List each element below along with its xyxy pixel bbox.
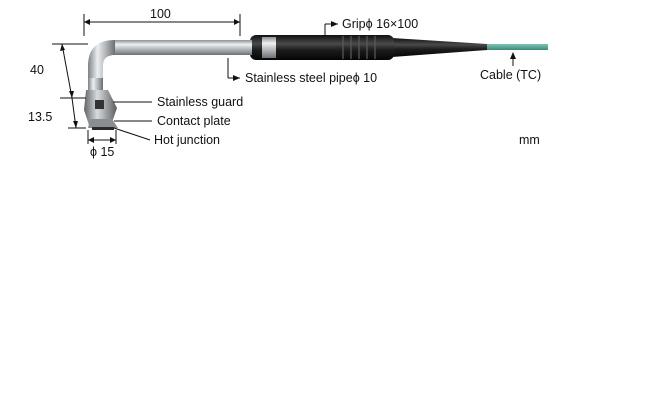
label-grip: Gripϕ 16×100 [342,17,418,31]
pipe-elbow [88,40,115,80]
stainless-pipe-vertical [88,78,103,92]
label-stainless-guard: Stainless guard [157,95,243,109]
dim-diameter-15: ϕ 15 [90,145,114,159]
probe-illustration [84,35,548,130]
dim-height-40: 40 [30,63,44,77]
unit-label: mm [519,133,540,147]
label-contact-plate: Contact plate [157,114,231,128]
dimension-lines [52,14,241,144]
leader-lines [113,21,516,141]
dim-height-13-5: 13.5 [28,110,52,124]
ferrule [262,37,276,58]
grip [250,35,394,60]
stainless-pipe-horizontal [115,40,252,55]
grip-taper [392,38,487,57]
label-cable: Cable (TC) [480,68,541,82]
hot-junction [92,127,114,130]
label-stainless-pipe: Stainless steel pipeϕ 10 [245,71,377,85]
guard-slot [95,100,104,109]
cable [486,44,548,50]
grip-rings [342,36,376,59]
label-hot-junction: Hot junction [154,133,220,147]
dim-length-100: 100 [150,7,171,21]
contact-plate [88,119,118,128]
